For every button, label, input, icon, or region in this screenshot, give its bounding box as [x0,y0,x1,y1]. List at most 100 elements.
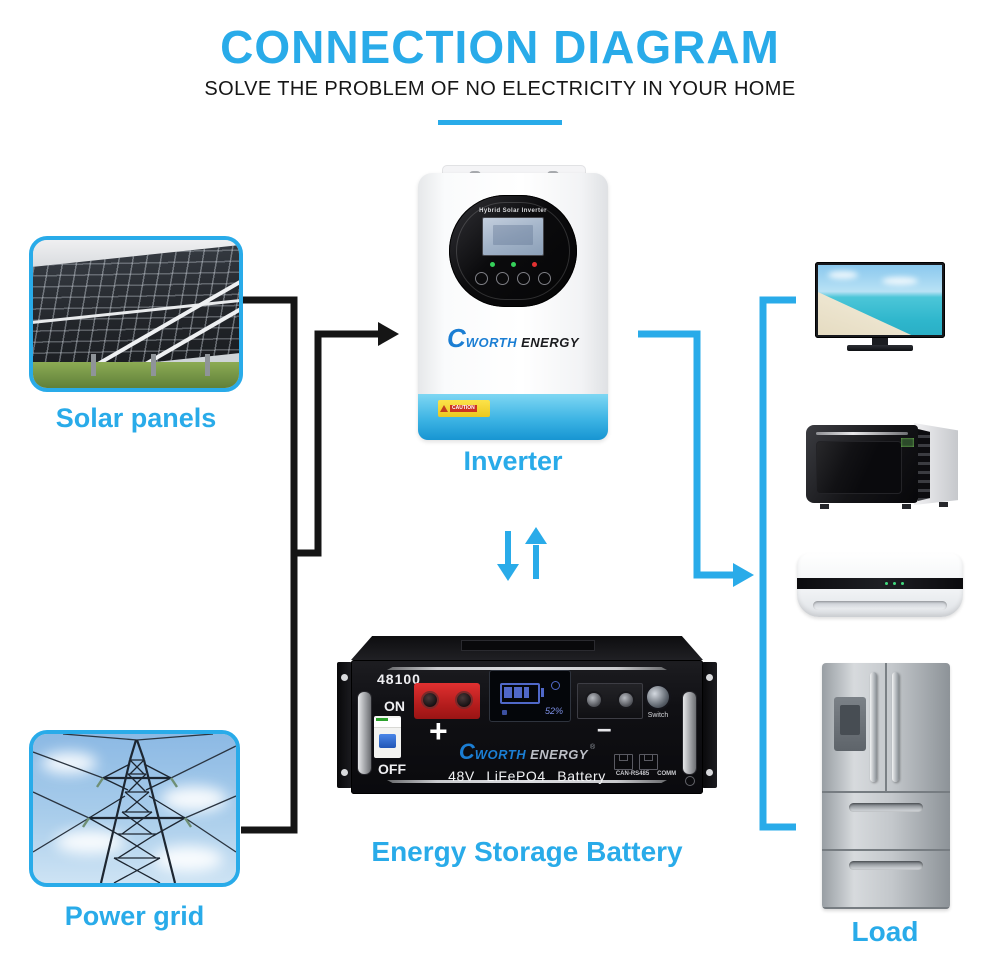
inverter-label: Inverter [463,446,563,476]
air-conditioner-image [797,553,963,617]
cloud-icon [161,786,227,812]
cloud-icon [41,752,97,774]
microwave-foot [939,502,948,507]
title-divider [438,120,562,125]
microwave-display [901,438,914,447]
battery-mount-ear [702,662,717,788]
led-green-icon [885,582,888,585]
battery-handle [683,692,696,774]
fridge-body [822,663,950,909]
plus-symbol: + [429,713,448,749]
fridge-drawer-handle [849,803,923,812]
power-grid-label: Power grid [64,901,205,931]
brand-c: C [458,739,475,764]
ac-body [797,553,963,617]
fridge-doors [822,663,950,793]
inverter-status-leds [449,262,577,267]
brand-worth: WORTH [465,335,518,350]
drop-icon [502,710,507,715]
cloud-icon [882,277,918,285]
terminal-screw-icon [457,693,471,707]
mount-hole-icon [341,769,348,776]
refrigerator-image [822,663,950,909]
page-title: CONNECTION DIAGRAM [220,21,780,73]
battery-mount-ear [337,662,352,788]
fridge-drawer [822,851,950,909]
mount-hole-icon [706,769,713,776]
inverter-lcd-screen [482,217,544,256]
led-red-icon [531,262,537,267]
wire-solar-grid-bus [241,296,298,834]
inverter-lcd-content [493,225,533,245]
state-of-charge: 52% [544,706,563,716]
breaker-toggle[interactable] [379,734,396,748]
terminal-screw-icon [423,693,437,707]
inverter-blue-band: CAUTION [418,394,608,440]
fridge-handle [892,672,899,782]
microwave-image [806,421,958,509]
battery-handle [358,692,371,774]
fridge-handle [870,672,877,782]
wire-bus-to-inverter [294,330,378,557]
solar-mount-post [151,354,156,376]
arrowhead-into-inverter [378,322,399,346]
ac-display-stripe [797,578,963,589]
microwave-handle [816,432,908,435]
terminal-screw-icon [619,693,633,707]
battery-image: 48100 ON OFF + 52% [337,636,717,796]
transmission-tower-icon [33,734,236,883]
microwave-foot [820,504,829,509]
led-green-icon [489,262,495,267]
breaker-switch[interactable] [374,716,401,758]
tv-stand-base [847,345,913,351]
arrowhead-into-load-bus [733,563,754,587]
arrow-up-icon [525,527,547,544]
rj45-port-icon [614,754,633,770]
power-grid-image [29,730,240,887]
comm-port-labels: CAN-RS485 COMM [591,771,701,777]
breaker-label [374,718,401,728]
cloud-icon [828,271,858,279]
battery-top-vent [461,640,595,651]
comm-port-label: COMM [657,771,677,777]
positive-terminal [414,683,480,719]
inverter-panel-title: Hybrid Solar Inverter [479,208,547,214]
inverter-buttons [449,272,577,285]
negative-terminal [577,683,643,719]
inverter-control-panel: Hybrid Solar Inverter [449,195,577,307]
tv-screen [818,265,942,335]
battery-bar [504,687,512,698]
inverter-button-icon [538,272,551,285]
cloud-icon [153,846,223,872]
microwave-front [806,425,918,503]
caution-text: CAUTION [450,405,477,412]
battery-on-label: ON [384,698,405,714]
led-green-icon [510,262,516,267]
caution-label: CAUTION [438,400,490,417]
battery-top-face [351,636,703,660]
tv-beach-sand [818,287,918,335]
terminal-screw-icon [587,693,601,707]
minus-symbol: – [597,713,612,743]
breaker-brand-stripe [376,718,388,721]
led-green-icon [893,582,896,585]
comm-ports [614,754,658,770]
microwave-door-glass [816,441,902,494]
mount-hole-icon [706,674,713,681]
battery-label: Energy Storage Battery [371,836,683,867]
battery-bar [514,687,522,698]
switch-button[interactable] [647,686,669,708]
battery-lcd-display: 52% [489,670,571,722]
battery-model: 48100 [377,671,421,687]
brand-c: C [446,323,466,353]
arrow-down-icon [497,564,519,581]
battery-off-label: OFF [378,761,406,777]
battery-level-icon [500,683,544,704]
solar-panels-image [29,236,243,392]
page-subtitle: SOLVE THE PROBLEM OF NO ELECTRICITY IN Y… [204,78,796,100]
mount-hole-icon [341,674,348,681]
battery-bar [524,687,529,698]
